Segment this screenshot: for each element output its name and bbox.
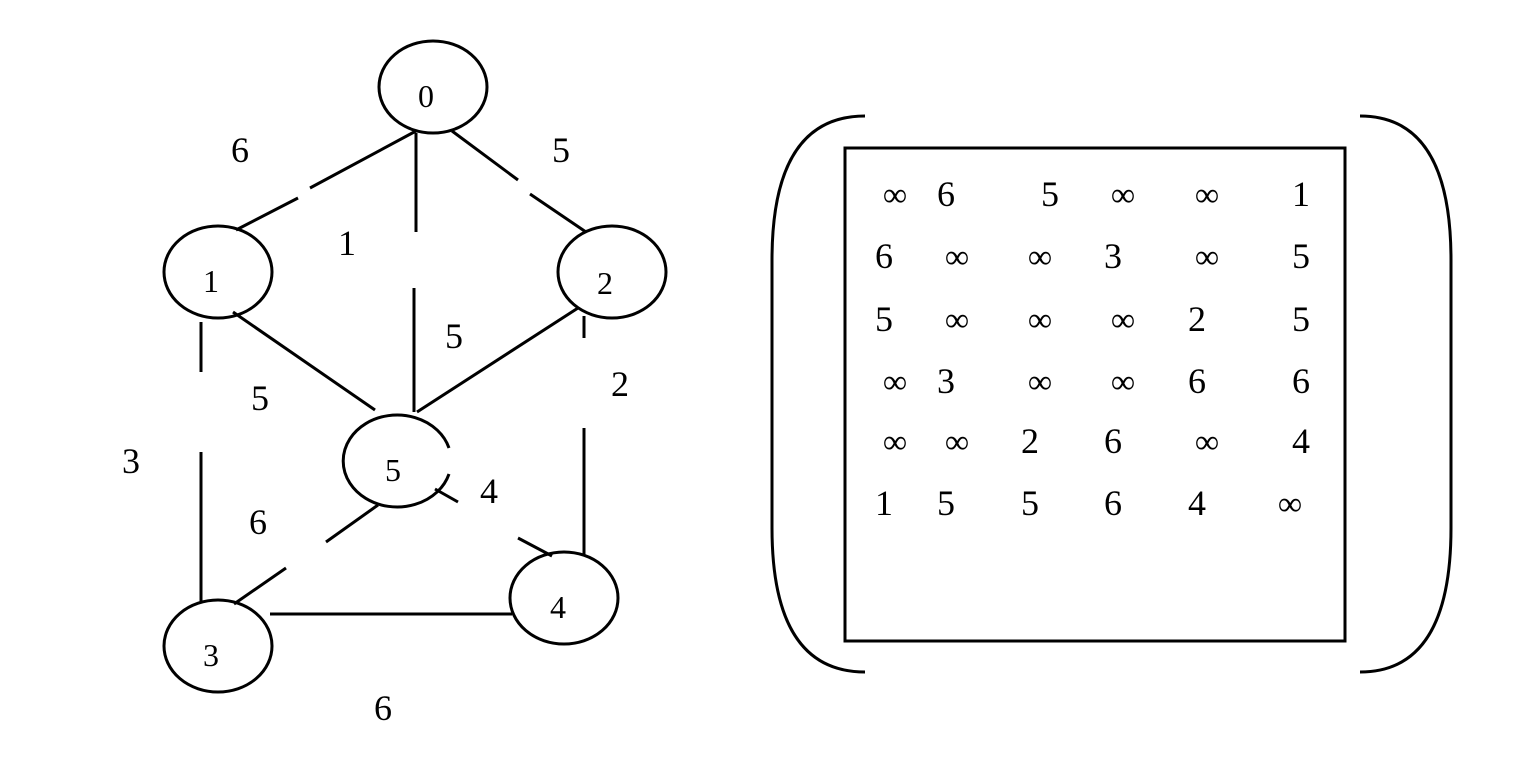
edge-0-2 <box>529 192 587 234</box>
matrix-cell-r2-c3: ∞ <box>1111 302 1135 339</box>
matrix-cell-r1-c4: ∞ <box>1195 239 1219 276</box>
edge-0-2 <box>451 129 519 182</box>
node-5-label: 5 <box>385 452 401 488</box>
matrix-cell-r1-c5: 5 <box>1292 236 1310 276</box>
matrix-cell-r4-c3: 6 <box>1104 421 1122 461</box>
matrix-cell-r3-c1: 3 <box>937 361 955 401</box>
matrix-cell-r0-c2: 5 <box>1041 174 1059 214</box>
node-2: 2 <box>556 224 668 320</box>
graph-edges <box>199 129 587 616</box>
matrix-right-paren <box>1359 114 1453 674</box>
edge-0-1 <box>309 129 417 190</box>
matrix-cell-r3-c3: ∞ <box>1111 364 1135 401</box>
adjacency-matrix: ∞ 6 5 ∞ ∞ 1 6 ∞ ∞ 3 ∞ 5 5 ∞ ∞ ∞ 2 5 ∞ 3 ∞ ∞ 6 6 ∞ ∞ 2 6 ∞ 4 1 5 5 6 4 ∞ <box>875 174 1310 523</box>
matrix-left-paren <box>770 114 866 674</box>
matrix-cell-r0-c1: 6 <box>937 174 955 214</box>
matrix-cell-r5-c0: 1 <box>875 483 893 523</box>
matrix-cell-r2-c1: ∞ <box>945 302 969 339</box>
matrix-cell-r4-c4: ∞ <box>1195 424 1219 461</box>
matrix-box <box>843 146 1347 643</box>
node-0: 0 <box>377 39 489 135</box>
matrix-cell-r2-c4: 2 <box>1188 299 1206 339</box>
edge-3-4-weight: 6 <box>374 688 392 728</box>
matrix-cell-r0-c4: ∞ <box>1195 177 1219 214</box>
matrix-cell-r2-c5: 5 <box>1292 299 1310 339</box>
matrix-cell-r2-c2: ∞ <box>1028 302 1052 339</box>
matrix-cell-r0-c3: ∞ <box>1111 177 1135 214</box>
node-3-label: 3 <box>203 637 219 673</box>
matrix-cell-r1-c0: 6 <box>875 236 893 276</box>
matrix-cell-r1-c2: ∞ <box>1028 239 1052 276</box>
matrix-cell-r1-c1: ∞ <box>945 239 969 276</box>
matrix-cell-r1-c3: 3 <box>1104 236 1122 276</box>
matrix-cell-r5-c1: 5 <box>937 483 955 523</box>
node-4: 4 <box>508 550 620 646</box>
edge-weights: 6 5 1 5 5 3 2 6 4 6 <box>122 130 629 728</box>
edge-5-3 <box>233 566 287 606</box>
matrix-cell-r5-c5: ∞ <box>1278 486 1302 523</box>
edge-5-4-weight: 4 <box>480 471 498 511</box>
matrix-cell-r4-c1: ∞ <box>945 424 969 461</box>
matrix-cell-r4-c5: 4 <box>1292 421 1310 461</box>
node-1: 1 <box>162 224 274 320</box>
graph-nodes: 0 1 2 5 4 3 <box>162 39 668 694</box>
edge-5-3-weight: 6 <box>249 502 267 542</box>
matrix-cell-r3-c4: 6 <box>1188 361 1206 401</box>
matrix-cell-r0-c5: 1 <box>1292 174 1310 214</box>
matrix-cell-r2-c0: 5 <box>875 299 893 339</box>
node-2-label: 2 <box>597 265 613 301</box>
matrix-cell-r3-c0: ∞ <box>883 364 907 401</box>
matrix-cell-r3-c2: ∞ <box>1028 364 1052 401</box>
edge-1-3-weight: 3 <box>122 441 140 481</box>
node-5: 5 <box>341 413 451 509</box>
edge-0-1-weight: 6 <box>231 130 249 170</box>
node-4-label: 4 <box>550 589 566 625</box>
matrix-cell-r5-c2: 5 <box>1021 483 1039 523</box>
matrix-cell-r3-c5: 6 <box>1292 361 1310 401</box>
edge-0-5-weight: 1 <box>338 223 356 263</box>
matrix-cell-r4-c0: ∞ <box>883 424 907 461</box>
edge-1-5-weight: 5 <box>251 378 269 418</box>
matrix-cell-r5-c4: 4 <box>1188 483 1206 523</box>
edge-5-3 <box>325 503 379 544</box>
node-0-label: 0 <box>418 78 434 114</box>
edge-2-4-weight: 2 <box>611 364 629 404</box>
matrix-cell-r0-c0: ∞ <box>883 177 907 214</box>
edge-0-1 <box>235 196 299 232</box>
matrix-cell-r5-c3: 6 <box>1104 483 1122 523</box>
node-3: 3 <box>162 598 274 694</box>
edge-1-5 <box>232 310 376 412</box>
node-1-label: 1 <box>203 263 219 299</box>
edge-0-2-weight: 5 <box>552 130 570 170</box>
edge-2-5 <box>416 306 579 414</box>
matrix-cell-r4-c2: 2 <box>1021 421 1039 461</box>
edge-2-5-weight: 5 <box>445 316 463 356</box>
